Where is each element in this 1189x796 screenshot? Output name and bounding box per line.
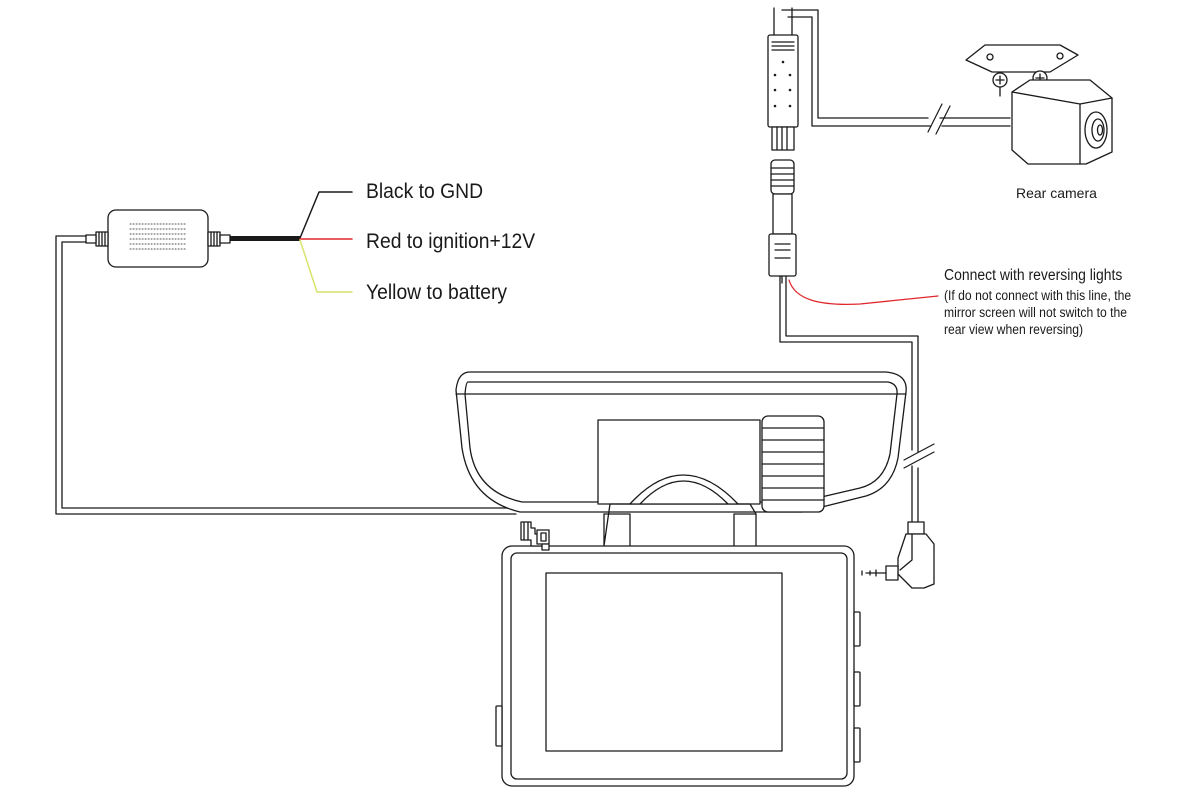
black-wire [299, 191, 353, 239]
reversing-lights-title: Connect with reversing lights [944, 267, 1123, 284]
power-plug-connector [520, 521, 550, 551]
reversing-wire [788, 279, 939, 306]
rear-camera-label: Rear camera [1016, 185, 1097, 201]
power-cable-to-mirror [55, 235, 517, 515]
mount-dome [629, 474, 739, 505]
av-cable [779, 275, 913, 523]
yellow-wire [299, 239, 353, 293]
black-wire-label: Black to GND [366, 180, 484, 203]
mount-knob [761, 415, 825, 513]
av-jack-plug [861, 521, 935, 589]
camera-cable [781, 9, 1011, 119]
camera-connector-male [767, 7, 799, 151]
rear-camera-drawing [965, 44, 1113, 165]
hardwire-kit-box [85, 209, 231, 268]
reversing-note-line-1: (If do not connect with this line, the [944, 288, 1132, 303]
red-wire-label: Red to ignition+12V [366, 230, 536, 253]
power-cable-bundle [230, 236, 300, 241]
yellow-wire-label: Yellow to battery [366, 281, 508, 304]
mirror-screen [545, 572, 783, 752]
vent-grille [129, 223, 187, 250]
reversing-note-line-3: rear view when reversing) [944, 322, 1084, 337]
reversing-note-line-2: mirror screen will not switch to the [944, 305, 1127, 320]
camera-connector-female [768, 159, 797, 284]
